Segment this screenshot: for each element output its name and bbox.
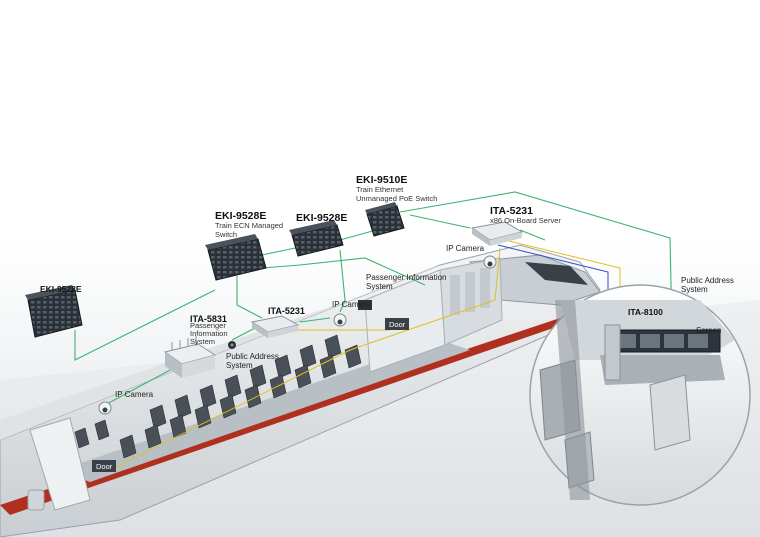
door-rear-label: Door — [96, 462, 113, 471]
screen-label: Screen — [696, 326, 722, 335]
pis-label-1: Passenger Information — [366, 273, 447, 282]
ip-camera-mid-label: IP Camera — [332, 300, 371, 309]
door-rear — [92, 460, 116, 472]
public-address-right-label-1: Public Address — [681, 276, 734, 285]
eki-9528e-left-model: EKI-9528E — [40, 284, 82, 294]
ita-5831-desc-1: Passenger — [190, 321, 226, 330]
public-address-mid-label-1: Public Address — [226, 352, 279, 361]
pis-display-panel — [358, 300, 372, 310]
ip-camera-left-label: IP Camera — [115, 390, 154, 399]
door-front — [385, 318, 409, 330]
eki-9510e-desc-2: Unmanaged PoE Switch — [356, 194, 438, 203]
ita-5831-desc-2: Information — [190, 329, 228, 338]
eki-9528e-left-switch — [25, 285, 83, 338]
public-address-right-label-2: System — [681, 285, 708, 294]
ethernet-links — [74, 191, 673, 406]
cab-seat — [649, 374, 691, 451]
eki-9528e-center-switch — [205, 234, 267, 281]
eki-9528e-center-desc-2: Switch — [215, 230, 238, 239]
ita-5831-pis-unit — [163, 336, 217, 378]
ita-5231-top-model: ITA-5231 — [490, 205, 533, 217]
eki-9528e-right-model: EKI-9528E — [296, 212, 348, 224]
ita-5231-top-server — [470, 221, 524, 246]
public-address-mid-label-2: System — [226, 361, 253, 370]
ita-8100-model: ITA-8100 — [628, 307, 663, 317]
eki-9528e-center-model: EKI-9528E — [215, 210, 267, 222]
cab-detail-zoom — [529, 284, 751, 506]
eki-9510e-switch — [365, 202, 405, 237]
eki-9528e-right-switch — [289, 220, 344, 257]
ita-5831-model: ITA-5831 — [190, 314, 227, 324]
eki-9510e-desc-1: Train Ethernet — [356, 185, 404, 194]
ita-5831-desc-3: System — [190, 337, 216, 346]
pis-label-2: System — [366, 282, 393, 291]
ita-5231-mid-model: ITA-5231 — [268, 306, 305, 316]
train-window — [27, 489, 45, 511]
ita-5231-mid-server — [250, 315, 300, 338]
passenger-seats — [74, 334, 362, 459]
eki-9528e-center-desc-1: Train ECN Managed — [215, 221, 284, 230]
eki-9510e-model: EKI-9510E — [356, 174, 408, 186]
ip-camera-top-label: IP Camera — [446, 244, 485, 253]
ita-5231-top-desc: x86 On-Board Server — [490, 216, 561, 225]
door-front-label: Door — [389, 320, 406, 329]
train-red-stripe — [0, 318, 565, 515]
ita-8100-unit — [604, 324, 621, 381]
